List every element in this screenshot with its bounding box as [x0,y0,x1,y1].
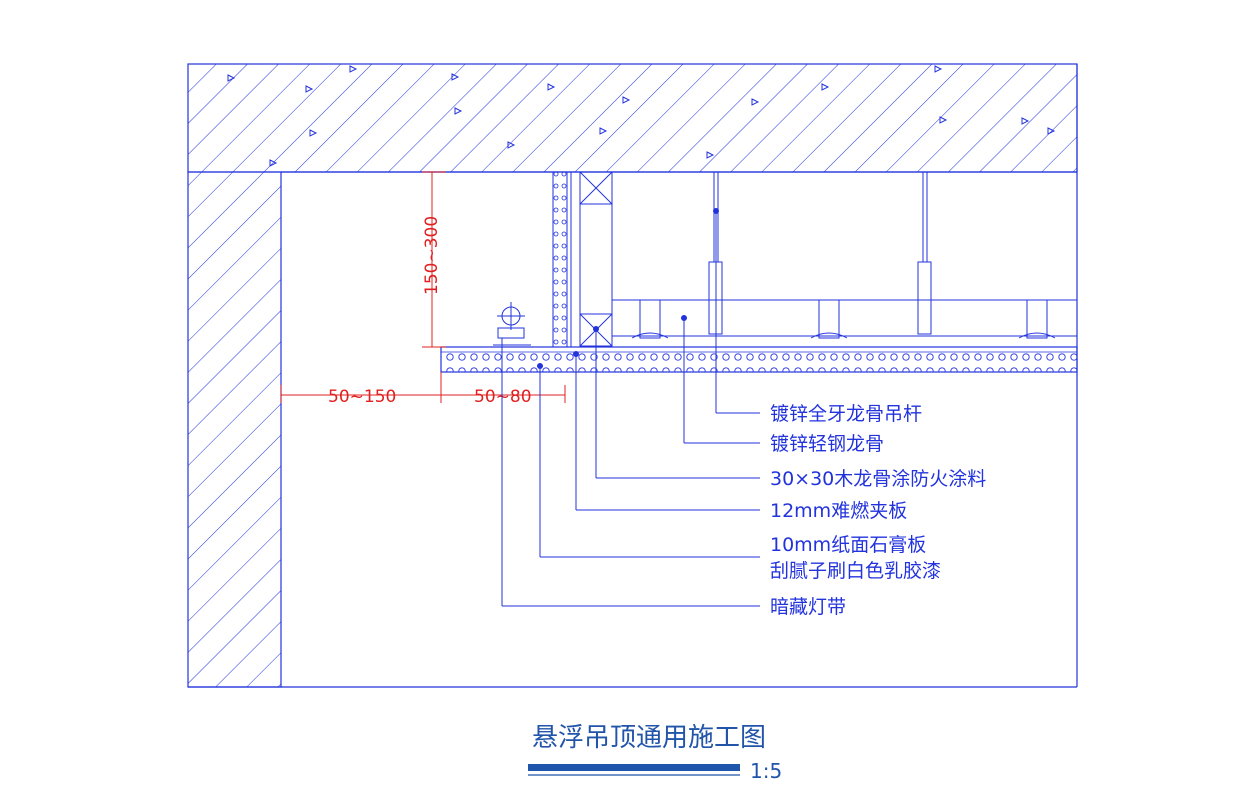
dimension-lines [280,171,566,403]
callout-paint-finish: 刮腻子刷白色乳胶漆 [770,560,941,582]
callout-gypsum-board: 10mm纸面石膏板 [770,533,926,556]
callout-leaders [501,211,760,607]
wood-battens [579,171,613,347]
drawing-title: 悬浮吊顶通用施工图 [532,723,766,753]
gypsum-ceiling-board [440,346,1078,373]
plywood-vertical-board [552,171,572,348]
aggregate-marks [227,65,1056,167]
dimension-drop-label: 150~300 [422,216,442,295]
steel-main-keel [612,299,1077,337]
callout-hanger-rod: 镀锌全牙龙骨吊杆 [770,403,922,425]
drawing-scale: 1:5 [750,759,782,783]
callout-wood-batten: 30×30木龙骨涂防火涂料 [770,468,986,490]
hanger-rods [708,172,932,335]
concrete-slab [187,63,1078,173]
callout-plywood: 12mm难燃夹板 [770,500,907,522]
hanger-clips [631,299,1056,339]
callout-steel-keel: 镀锌轻钢龙骨 [770,433,884,455]
led-fixture [493,302,531,346]
callout-led-strip: 暗藏灯带 [770,596,846,618]
dimension-wall-gap-label: 50~150 [328,387,396,407]
dimension-light-offset-label: 50~80 [474,387,532,407]
room-outline [188,64,1078,688]
concrete-wall [187,171,282,688]
title-underline [528,764,740,771]
